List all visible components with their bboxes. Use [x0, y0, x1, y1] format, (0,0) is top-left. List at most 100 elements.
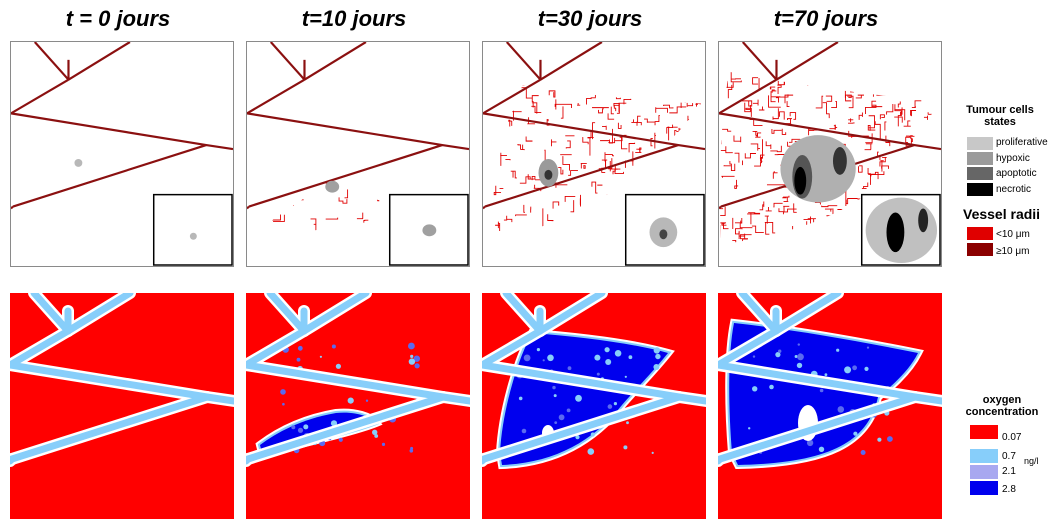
oxygen-speckle: [838, 406, 845, 413]
oxygen-speckle: [819, 447, 824, 452]
oxygen-speckle: [336, 364, 341, 369]
oxygen-speckle: [575, 395, 582, 402]
oxygen-speckle: [605, 347, 610, 352]
legend-label-proliferative: proliferative: [996, 137, 1048, 148]
vessel-panel-t70: [718, 41, 942, 267]
oxygen-speckle: [798, 343, 800, 345]
oxygen-speckle: [597, 373, 600, 376]
zoom-inset: [154, 195, 232, 265]
oxygen-speckle: [778, 350, 781, 353]
oxygen-speckle: [652, 452, 654, 454]
legend-oxygen-unit: ng/l: [1024, 456, 1039, 466]
legend-swatch-proliferative: [967, 137, 993, 150]
tumour-necrotic-core: [794, 167, 806, 195]
oxygen-speckle: [567, 409, 571, 413]
oxygen-speckle: [339, 438, 343, 442]
inset-tumour: [190, 233, 197, 240]
inset-core: [918, 209, 928, 233]
oxygen-speckle: [280, 389, 286, 395]
oxygen-background: [10, 293, 234, 519]
oxygen-speckle: [554, 394, 557, 397]
legend-vessels-title: Vessel radii: [963, 206, 1040, 222]
oxygen-speckle: [303, 424, 308, 429]
legend-swatch-small-vessel: [967, 227, 993, 240]
major-vessel: [11, 207, 13, 209]
oxygen-speckle: [320, 356, 322, 358]
vessel-panel-t30: [482, 41, 706, 267]
oxygen-speckle: [797, 363, 802, 368]
legend-swatch-hypoxic: [967, 152, 993, 165]
legend-swatch-o2-2-1: [970, 465, 998, 479]
oxygen-speckle: [298, 428, 303, 433]
legend-label-o2-2-8: 2.8: [1002, 484, 1016, 495]
oxygen-speckle: [753, 355, 755, 357]
legend-swatch-o2-0-07: [970, 425, 998, 439]
inset-core: [659, 229, 667, 239]
oxygen-speckle: [820, 389, 824, 393]
oxygen-speckle: [861, 450, 866, 455]
vessel-oxygen: [482, 459, 484, 461]
major-vessel: [719, 207, 721, 209]
legend-label-apoptotic: apoptotic: [996, 168, 1037, 179]
oxygen-speckle: [853, 432, 857, 436]
tumour-necrotic-core: [833, 147, 847, 175]
inset-frame: [154, 195, 232, 265]
oxygen-speckle: [415, 363, 420, 368]
oxygen-speckle: [410, 355, 413, 358]
major-vessel: [483, 207, 485, 209]
vessel-panel-t0: [10, 41, 234, 267]
oxygen-speckle: [825, 373, 828, 376]
inset-core: [886, 212, 904, 252]
oxygen-speckle: [547, 355, 554, 362]
oxygen-speckle: [366, 400, 368, 402]
oxygen-speckle: [409, 358, 415, 364]
oxygen-speckle: [799, 353, 802, 356]
oxygen-panel-t0: [10, 293, 234, 519]
oxygen-speckle: [554, 421, 557, 424]
oxygen-speckle: [629, 355, 633, 359]
oxygen-speckle: [864, 367, 868, 371]
oxygen-background: [246, 293, 470, 519]
tumour-mass: [325, 181, 339, 193]
oxygen-speckle: [626, 421, 629, 424]
oxygen-speckle: [752, 386, 757, 391]
title-t0: t = 0 jours: [0, 6, 236, 32]
oxygen-panel-t30: [482, 293, 706, 519]
oxygen-speckle: [410, 447, 413, 450]
oxygen-speckle: [552, 386, 555, 389]
inset-tumour: [422, 224, 436, 236]
oxygen-speckle: [844, 366, 851, 373]
title-t70: t=70 jours: [708, 6, 944, 32]
oxygen-panel-t10: [246, 293, 470, 519]
oxygen-speckle: [568, 366, 572, 370]
legend-swatch-large-vessel: [967, 243, 993, 256]
oxygen-speckle: [524, 355, 531, 362]
legend-label-o2-0-7: 0.7: [1002, 451, 1016, 462]
oxygen-panel-t70: [718, 293, 942, 519]
legend-cells-title: Tumour cells states: [960, 104, 1040, 128]
vessel-panel-t10: [246, 41, 470, 267]
legend-swatch-o2-0-7: [970, 449, 998, 463]
legend-label-hypoxic: hypoxic: [996, 153, 1030, 164]
oxygen-speckle: [408, 343, 415, 350]
zoom-inset: [862, 195, 940, 265]
oxygen-speckle: [594, 355, 600, 361]
oxygen-speckle: [887, 436, 893, 442]
oxygen-speckle: [877, 438, 881, 442]
oxygen-speckle: [537, 348, 540, 351]
oxygen-speckle: [615, 350, 622, 357]
legend-swatch-necrotic: [967, 183, 993, 196]
oxygen-speckle: [591, 432, 595, 436]
legend-label-small-vessel: <10 μm: [996, 229, 1030, 240]
major-vessel: [247, 207, 249, 209]
oxygen-speckle: [372, 430, 377, 435]
legend-label-o2-0-07: 0.07: [1002, 432, 1021, 443]
oxygen-speckle: [519, 397, 523, 401]
legend-swatch-o2-2-8: [970, 481, 998, 495]
oxygen-speckle: [654, 347, 660, 353]
oxygen-speckle: [605, 359, 611, 365]
zoom-inset: [626, 195, 704, 265]
oxygen-speckle: [282, 403, 285, 406]
oxygen-speckle: [382, 443, 385, 446]
vessel-oxygen: [718, 459, 720, 461]
